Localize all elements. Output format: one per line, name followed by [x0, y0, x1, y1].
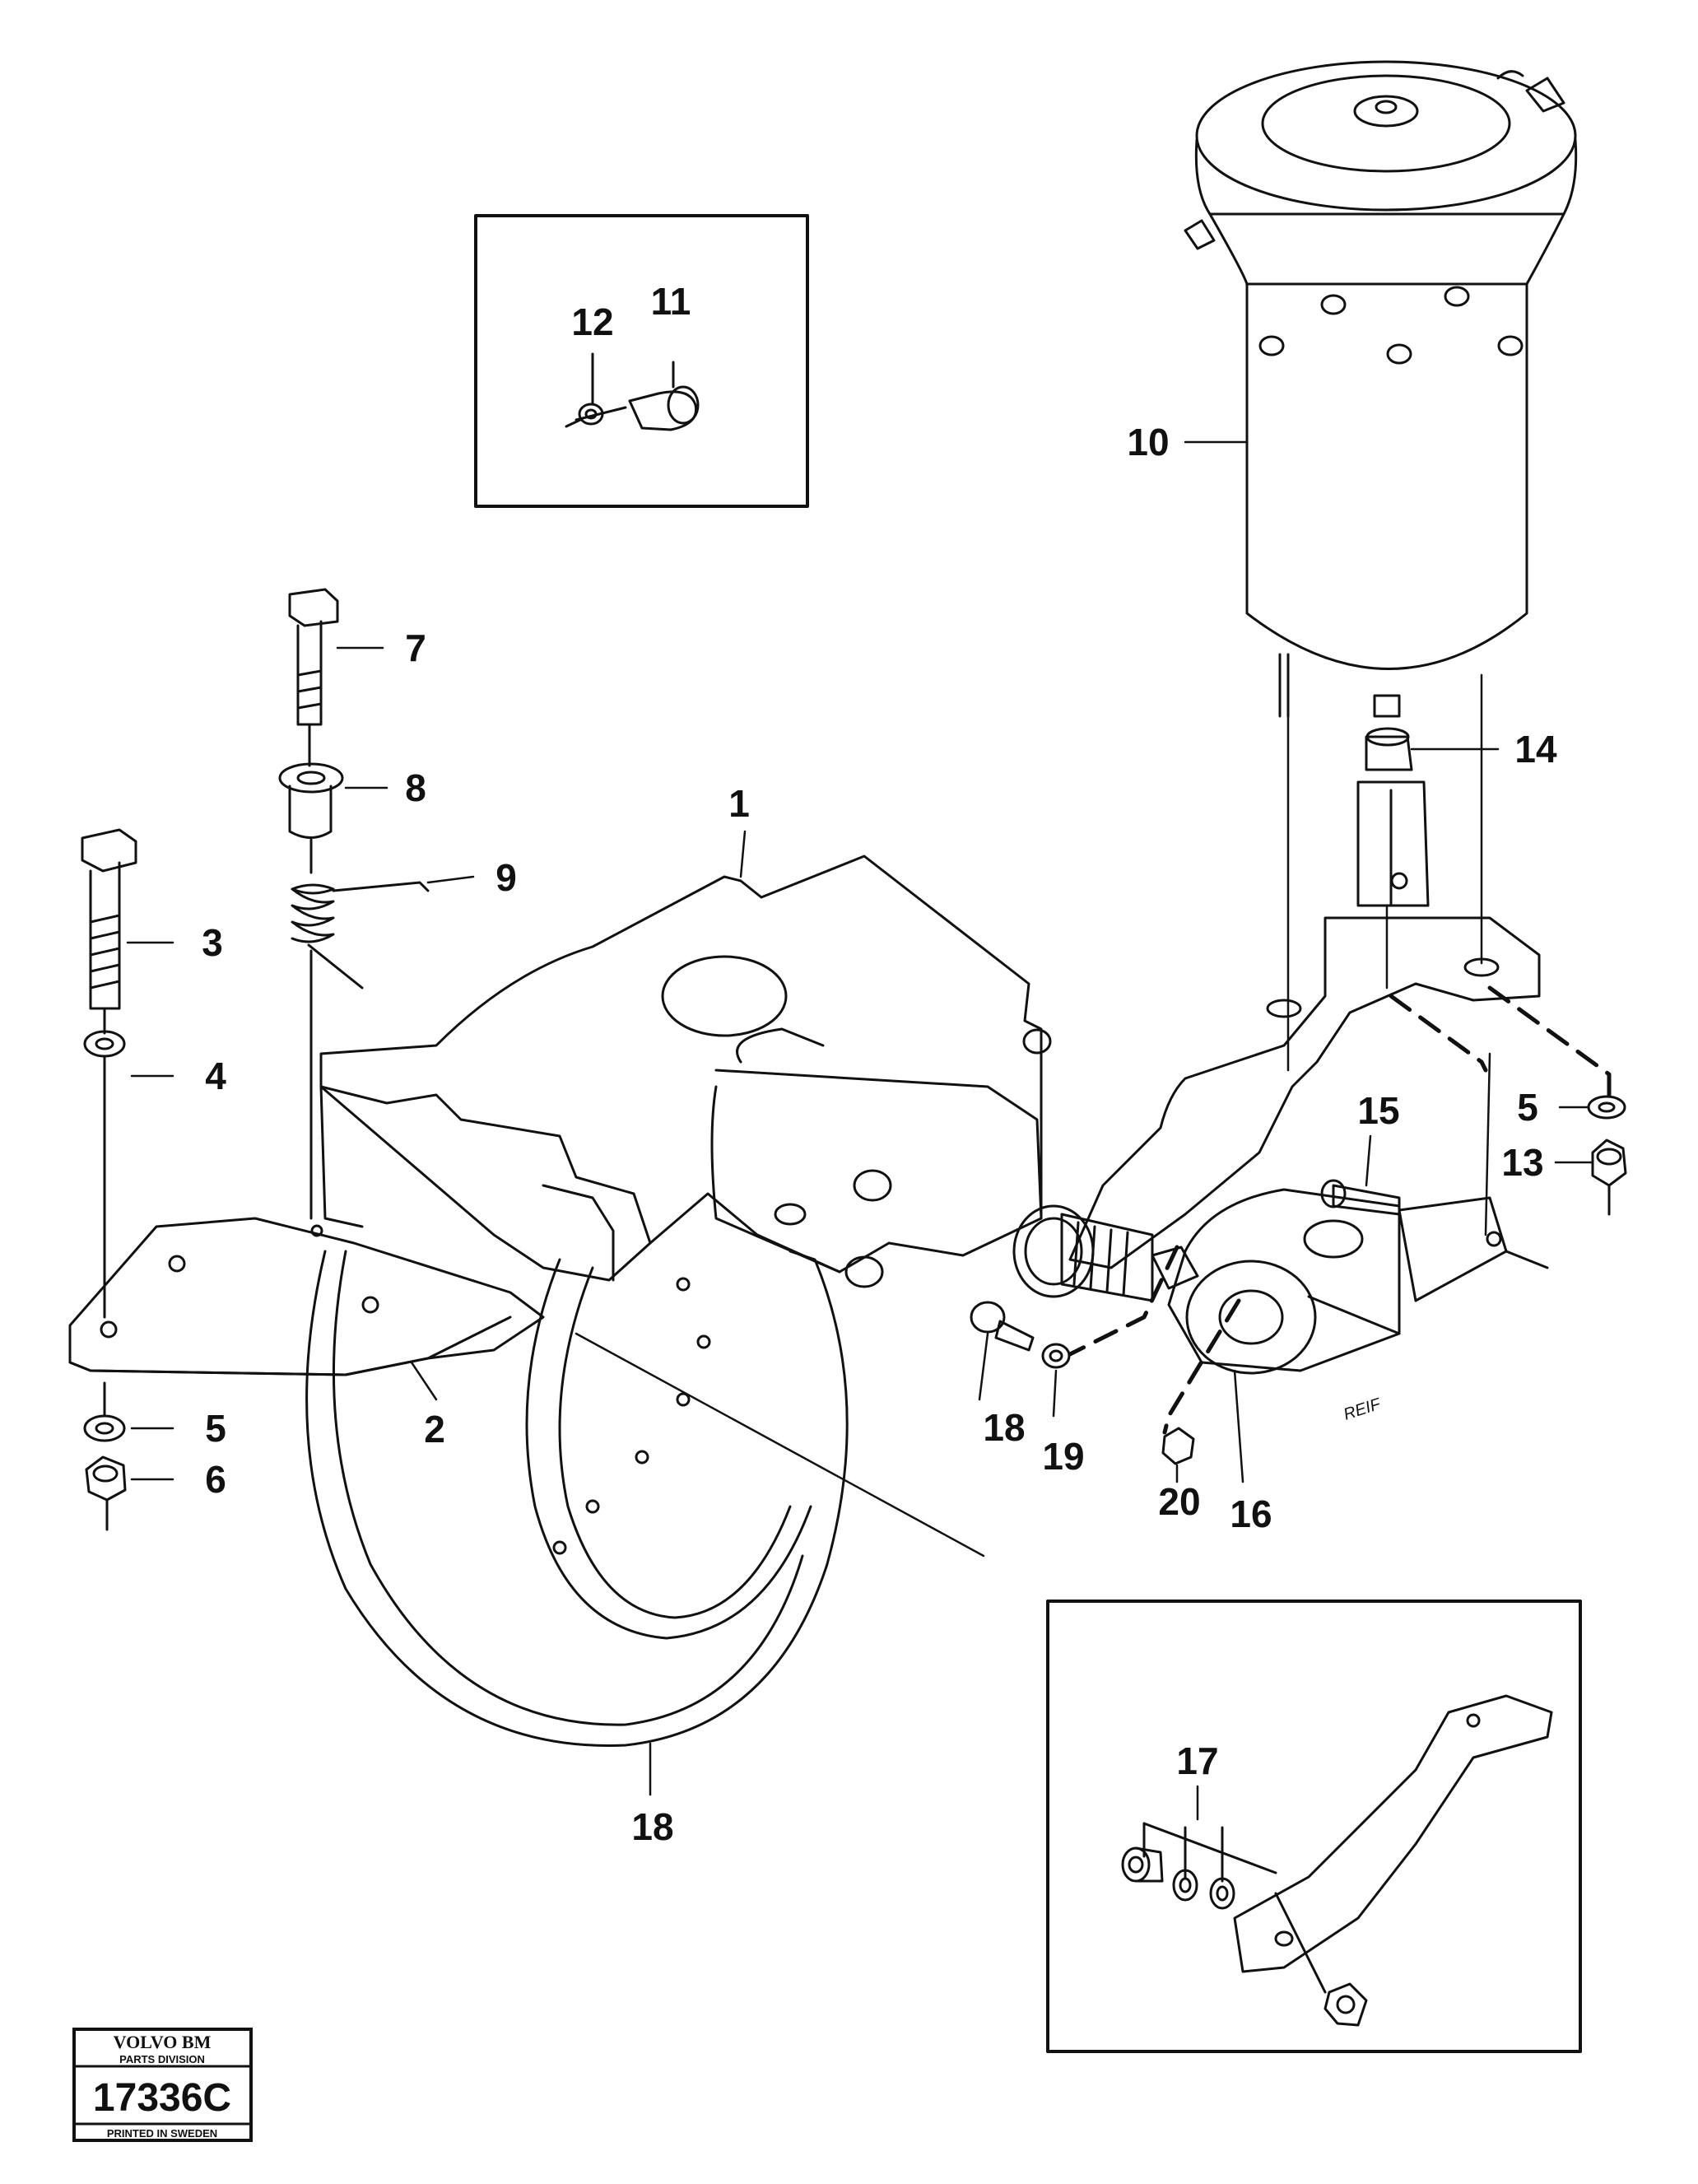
inset-bracket-part [1121, 1694, 1553, 2027]
part-marking: REIF [1342, 1395, 1384, 1424]
callout-16: 16 [1230, 1492, 1272, 1535]
callout-5: 5 [205, 1407, 226, 1450]
callout-10: 10 [1127, 421, 1169, 463]
inset-bracket-washers [1046, 1600, 1582, 2053]
callout-15: 15 [1357, 1089, 1399, 1132]
caliper-body-part [319, 855, 1052, 1288]
leader-lines [126, 440, 1594, 1821]
inset-bleed-screw [474, 214, 809, 508]
washer-nut-right [1587, 1095, 1627, 1216]
callouts: 1 2 3 4 5 6 7 8 9 10 11 12 5 13 14 15 16… [202, 280, 1557, 1848]
pin-part [1320, 1179, 1401, 1216]
stamp-number: 17336C [93, 2076, 231, 2120]
bolt-bush-spring [278, 588, 430, 1220]
callout-7: 7 [405, 626, 426, 669]
callout-8: 8 [405, 766, 426, 809]
callout-18: 18 [983, 1406, 1025, 1449]
callout-5-right: 5 [1517, 1086, 1538, 1129]
callout-13: 13 [1501, 1141, 1543, 1184]
dashed-assembly-lines [1068, 985, 1612, 1435]
callout-3: 3 [202, 921, 223, 964]
screw-washer-nut-lower [970, 1301, 1195, 1465]
callout-9: 9 [495, 856, 517, 899]
callout-18-drum: 18 [631, 1805, 673, 1848]
callout-19: 19 [1042, 1435, 1084, 1478]
callout-17: 17 [1176, 1739, 1218, 1782]
parts-division-stamp: VOLVO BM PARTS DIVISION 17336C PRINTED I… [72, 2028, 253, 2142]
bleed-screw-part [565, 352, 700, 431]
callout-2: 2 [424, 1408, 445, 1451]
stamp-division: PARTS DIVISION [119, 2053, 205, 2065]
clevis-part [1356, 727, 1430, 907]
callout-6: 6 [205, 1458, 226, 1501]
callout-4: 4 [205, 1055, 226, 1097]
mounting-plate-part [68, 1217, 545, 1376]
bolt-stack-left [81, 828, 137, 1531]
chamber-bracket-part [1068, 916, 1541, 1269]
brake-chamber-part [1184, 60, 1578, 718]
stamp-brand: VOLVO BM [114, 2032, 212, 2052]
callout-14: 14 [1514, 728, 1557, 771]
callout-12: 12 [571, 300, 613, 343]
camshaft-part [1012, 1204, 1199, 1302]
brake-drum-part [305, 1250, 849, 1747]
slack-adjuster-part [1167, 1188, 1549, 1375]
callout-11: 11 [651, 280, 691, 323]
stamp-printed: PRINTED IN SWEDEN [107, 2127, 217, 2140]
callout-1: 1 [728, 782, 750, 825]
callout-20: 20 [1158, 1480, 1200, 1523]
